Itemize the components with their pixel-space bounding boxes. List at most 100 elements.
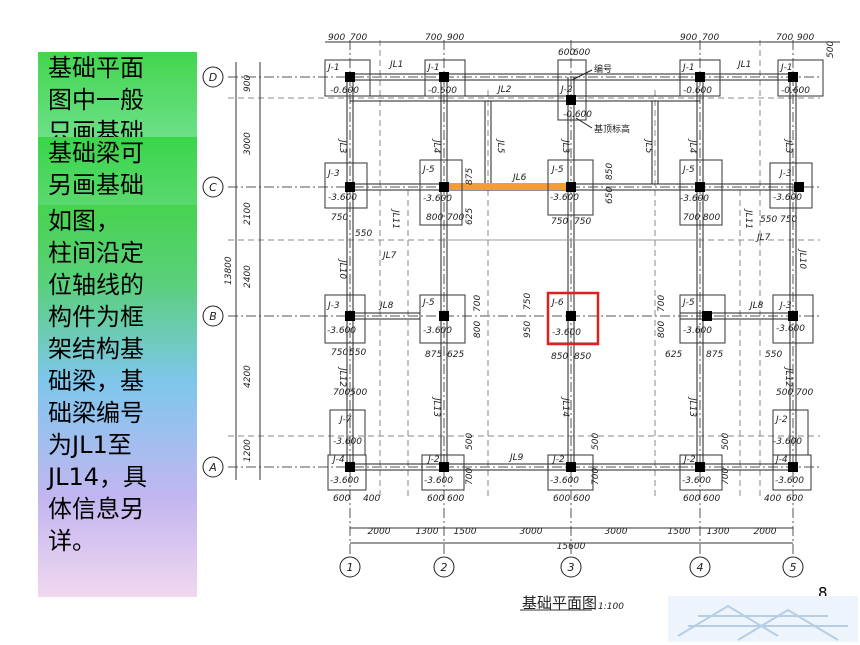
dim-text: 800 bbox=[473, 321, 483, 338]
footing-label: J-3 bbox=[778, 301, 792, 311]
page-number: 8 bbox=[818, 584, 828, 602]
dim-text: 700 bbox=[591, 468, 601, 485]
dim-text: 700 bbox=[721, 468, 731, 485]
beam-label-jl1: JL1 bbox=[736, 60, 751, 70]
dim-text: 600 bbox=[553, 494, 570, 504]
dim-text: 3000 bbox=[520, 527, 543, 537]
beam-label-jl1: JL1 bbox=[388, 60, 403, 70]
beam-label-jl14: JL14 bbox=[560, 396, 570, 417]
dim-text: 2400 bbox=[243, 265, 253, 288]
dim-text: 1200 bbox=[243, 439, 253, 462]
footing-label: J-2 bbox=[682, 455, 696, 465]
elevation-label: -0.600 bbox=[683, 86, 712, 96]
footing-pads bbox=[324, 59, 824, 491]
text-panel-1: 基础平面 图中一般 只画基础 bbox=[38, 52, 197, 142]
elevation-label: -0.600 bbox=[563, 110, 592, 120]
dim-text: 550 bbox=[355, 229, 372, 239]
vertical-dimensions: 900 3000 2100 2400 4200 1200 13800 bbox=[224, 75, 253, 462]
dim-text: 875 bbox=[706, 350, 723, 360]
beam-label-jl13: JL13 bbox=[687, 396, 697, 417]
dim-text: 800 bbox=[657, 321, 667, 338]
note-bianhao: 编号 bbox=[594, 63, 612, 75]
dim-text: 600 bbox=[558, 48, 575, 58]
beam-label-jl6: JL6 bbox=[511, 173, 527, 183]
dim-text: 700 bbox=[657, 295, 667, 312]
beam-labels: JL1 JL1 JL2 JL6 JL7 JL7 JL8 JL8 JL9 JL3 … bbox=[337, 60, 807, 463]
dim-text: 13800 bbox=[224, 256, 234, 285]
elevation-label: -3.600 bbox=[424, 476, 453, 486]
dim-text: 600 bbox=[427, 494, 444, 504]
elevation-label: -3.600 bbox=[327, 326, 356, 336]
dim-text: 900 bbox=[797, 33, 814, 43]
dim-text: 900 bbox=[243, 75, 253, 92]
beam-label-jl10: JL10 bbox=[797, 248, 807, 269]
dim-text: 400 bbox=[764, 494, 781, 504]
dim-text: 750 bbox=[551, 217, 568, 227]
elevation-label: -3.600 bbox=[680, 194, 709, 204]
highlighted-beam-jl6 bbox=[444, 183, 571, 190]
elevation-label: -3.600 bbox=[333, 437, 362, 447]
leader-notes: 编号 基顶标高 bbox=[571, 63, 630, 135]
dim-text: 600 bbox=[573, 494, 590, 504]
dim-text: 750 bbox=[331, 348, 348, 358]
footing-label: J-3 bbox=[326, 169, 340, 179]
footing-label: J-2 bbox=[559, 85, 573, 95]
dim-text: 900 bbox=[447, 33, 464, 43]
dim-text: 400 bbox=[363, 494, 380, 504]
dim-text: 600 bbox=[683, 494, 700, 504]
beam-label-jl13: JL13 bbox=[431, 396, 441, 417]
dim-text: 550 bbox=[765, 350, 782, 360]
dim-text: 500 bbox=[776, 388, 793, 398]
dim-text: 650 bbox=[605, 187, 615, 204]
dim-text: 500 bbox=[826, 41, 836, 58]
dim-text: 2000 bbox=[754, 527, 777, 537]
dim-text: 1300 bbox=[416, 527, 439, 537]
beam-label-jl12: JL12 bbox=[783, 366, 793, 387]
dim-text: 4200 bbox=[243, 365, 253, 388]
dim-text: 3000 bbox=[243, 132, 253, 155]
beam-label-jl7: JL7 bbox=[755, 233, 771, 243]
elevation-label: -3.600 bbox=[773, 437, 802, 447]
dim-text: 1300 bbox=[707, 527, 730, 537]
dim-text: 900 bbox=[680, 33, 697, 43]
footing-label: J-4 bbox=[774, 455, 788, 465]
beam-label-jl9: JL9 bbox=[508, 453, 524, 463]
dim-text: 500 bbox=[465, 433, 475, 450]
dim-text: 625 bbox=[465, 208, 475, 225]
beam-label-jl2: JL2 bbox=[496, 85, 512, 95]
beam-label-jl4: JL4 bbox=[687, 138, 697, 154]
footing-label: J-5 bbox=[421, 298, 435, 308]
dim-text: 875 bbox=[425, 350, 442, 360]
dim-text: 800 bbox=[426, 213, 443, 223]
beam-label-jl8: JL8 bbox=[748, 301, 764, 311]
dim-text: 950 bbox=[523, 321, 533, 338]
beam-label-jl12: JL12 bbox=[337, 366, 347, 387]
footing-label: J-6 bbox=[550, 298, 564, 308]
dim-text: 600 bbox=[573, 48, 590, 58]
elevation-label: -3.600 bbox=[328, 193, 357, 203]
dim-text: 500 bbox=[721, 433, 731, 450]
axis-label-4: 4 bbox=[697, 561, 704, 574]
dim-text: 750 bbox=[331, 213, 348, 223]
elevation-label: -3.600 bbox=[552, 328, 581, 338]
beam-label-jl5: JL5 bbox=[643, 138, 653, 154]
dim-text: 600 bbox=[447, 494, 464, 504]
beam-label-jl8: JL8 bbox=[378, 301, 394, 311]
secondary-lines bbox=[228, 40, 820, 500]
dim-text: 2100 bbox=[243, 202, 253, 225]
dim-text: 850 bbox=[551, 352, 568, 362]
dim-text: 700 bbox=[702, 33, 719, 43]
text-panel-2: 基础梁可 另画基础 bbox=[38, 137, 197, 207]
dim-text: 550 bbox=[760, 215, 777, 225]
dim-text: 900 bbox=[328, 33, 345, 43]
elevation-label: -3.600 bbox=[683, 326, 712, 336]
axis-label-b: B bbox=[209, 310, 217, 323]
dim-text: 700 bbox=[796, 388, 813, 398]
footing-label: J-1 bbox=[326, 63, 340, 73]
axis-label-1: 1 bbox=[347, 561, 354, 574]
local-dimensions: 750 550 800 700 750 750 700 800 550 750 … bbox=[331, 163, 813, 504]
elevation-label: -0.600 bbox=[330, 86, 359, 96]
dim-text: 500 bbox=[350, 388, 367, 398]
columns bbox=[345, 72, 804, 472]
bottom-dimensions: 2000 1300 1500 3000 3000 1500 1300 2000 … bbox=[368, 527, 777, 552]
